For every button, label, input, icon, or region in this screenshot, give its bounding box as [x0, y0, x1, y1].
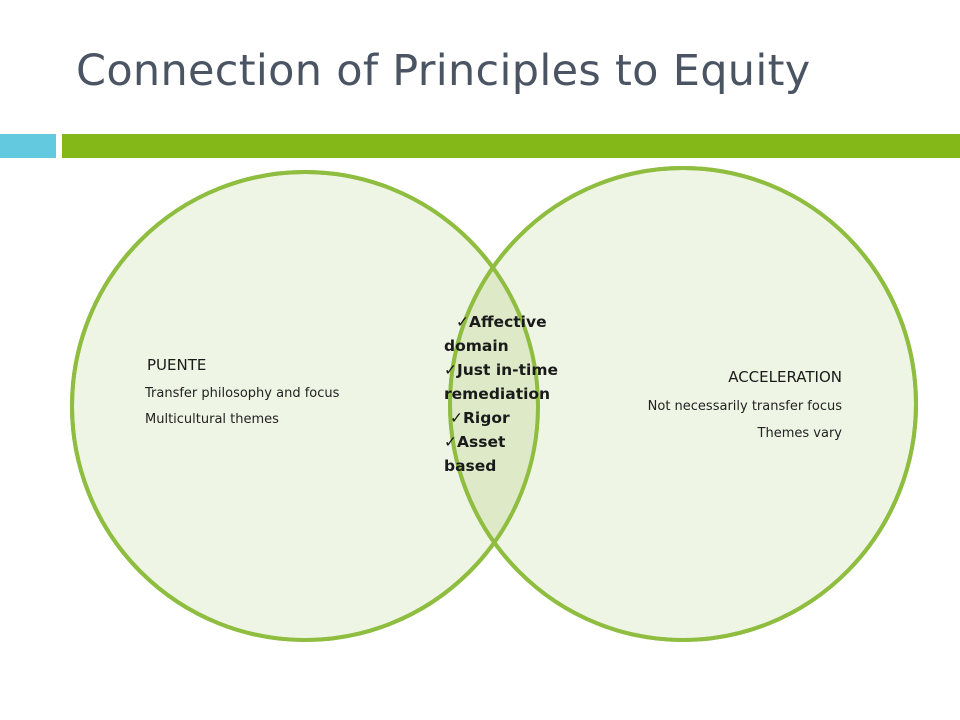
right-circle-outline [448, 166, 918, 642]
overlap-item-text: Affective [469, 313, 547, 331]
overlap-item-text-cont: based [444, 457, 497, 475]
accent-bar-green [62, 134, 960, 158]
left-circle-line-2: Multicultural themes [145, 412, 279, 427]
overlap-item-text: Rigor [463, 409, 510, 427]
overlap-item-text-cont: remediation [444, 385, 551, 403]
check-mark-icon: ✓ [450, 409, 463, 427]
overlap-item-text: Asset [457, 433, 506, 451]
overlap-item: ✓Just in-time remediation [444, 358, 584, 406]
overlap-item: ✓Asset based [444, 430, 584, 478]
right-circle-heading: ACCELERATION [728, 368, 842, 386]
check-mark-icon: ✓ [444, 433, 457, 451]
left-circle-line-1: Transfer philosophy and focus [145, 386, 340, 401]
left-circle-heading: PUENTE [147, 356, 207, 374]
overlap-item-text-cont: domain [444, 337, 509, 355]
overlap-list: ✓Affective domain ✓Just in-time remediat… [444, 310, 584, 478]
check-mark-icon: ✓ [444, 361, 457, 379]
overlap-item: ✓Affective domain [444, 310, 584, 358]
check-mark-icon: ✓ [456, 313, 469, 331]
left-circle-outline [70, 170, 540, 642]
slide-title: Connection of Principles to Equity [76, 46, 811, 96]
accent-bar-blue [0, 134, 56, 158]
right-circle-line-1: Not necessarily transfer focus [647, 399, 842, 414]
overlap-item: ✓Rigor [444, 406, 584, 430]
right-circle-line-2: Themes vary [757, 426, 842, 441]
overlap-item-text: Just in-time [457, 361, 558, 379]
